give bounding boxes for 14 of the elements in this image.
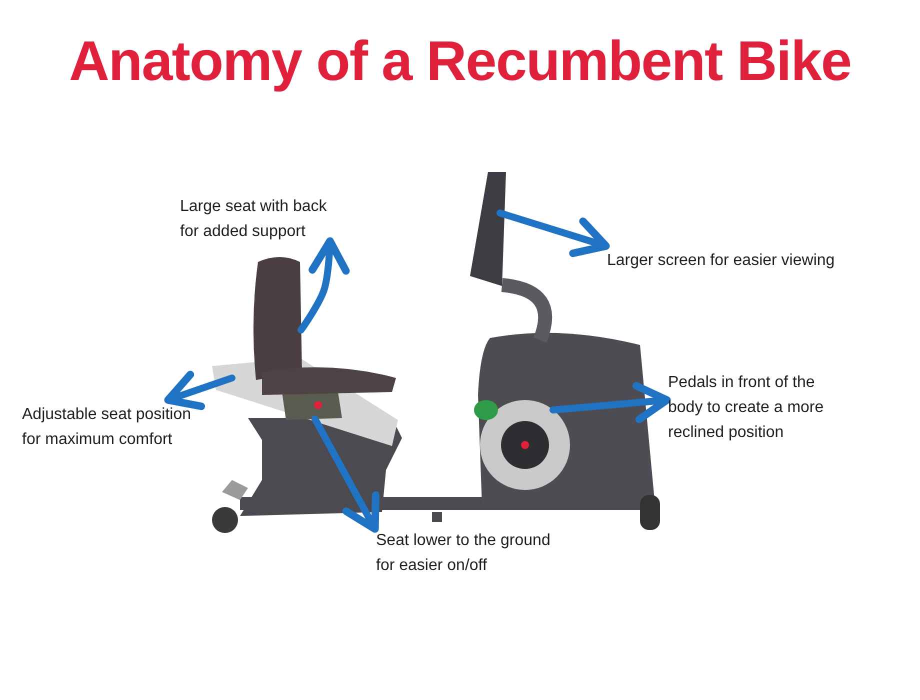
title: Anatomy of a Recumbent Bike: [68, 28, 852, 93]
arrow: [496, 210, 610, 258]
screen-console: [470, 172, 552, 342]
callout-text: Large seat with back for added support: [180, 194, 345, 244]
flywheel: [480, 400, 570, 490]
arrow: [312, 416, 380, 533]
arrow: [550, 382, 671, 424]
arrow: [298, 237, 350, 334]
callout-text: Seat lower to the ground for easier on/off: [376, 528, 571, 578]
callout-text: Larger screen for easier viewing: [607, 248, 867, 273]
seat: [253, 257, 396, 395]
callout-text: Adjustable seat position for maximum comfort: [22, 388, 207, 452]
callout-text: Pedals in front of the body to create a more reclined position: [668, 370, 848, 445]
arrow: [164, 370, 236, 410]
